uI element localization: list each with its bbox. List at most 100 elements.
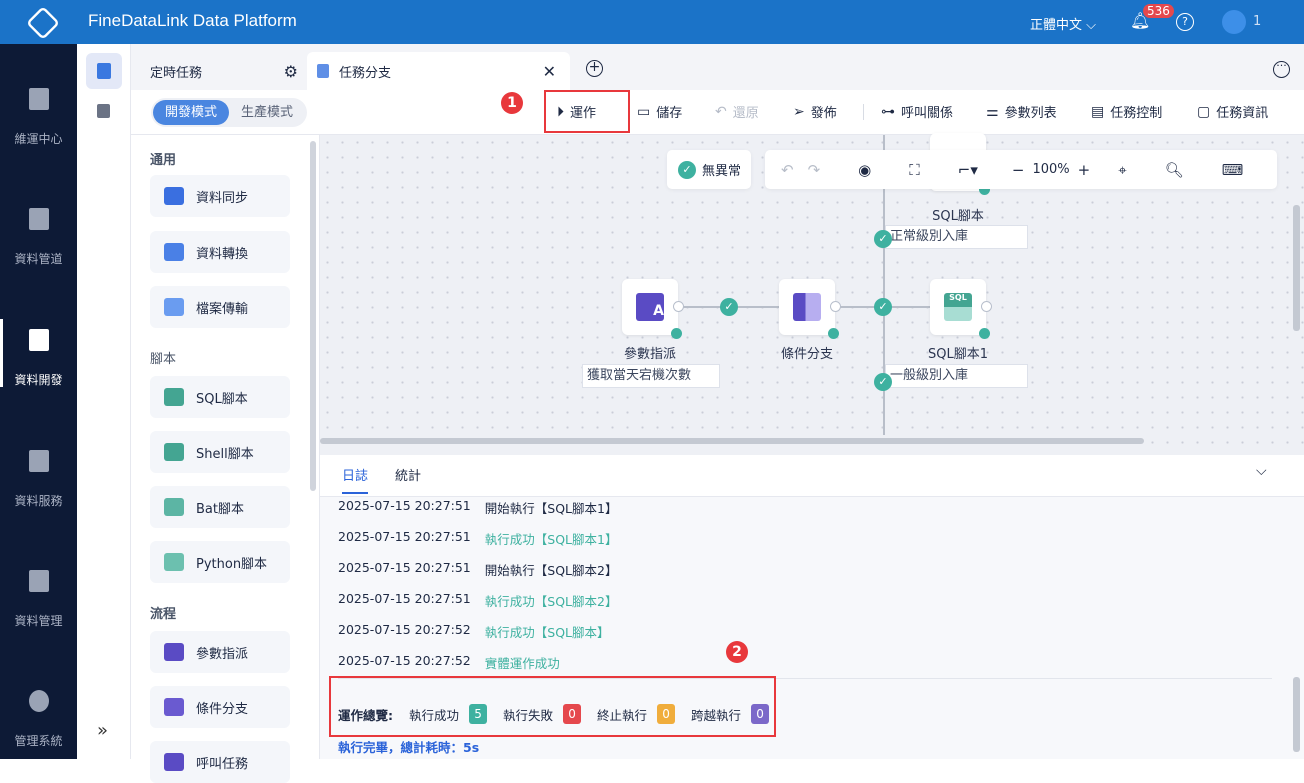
status-label: 無異常 bbox=[702, 164, 742, 179]
locate-icon[interactable]: ⌖ bbox=[1118, 160, 1127, 179]
palette-item-data-sync[interactable]: 資料同步 bbox=[150, 175, 290, 217]
item-label: Shell腳本 bbox=[196, 446, 254, 462]
log-message: 執行成功【SQL腳本】 bbox=[484, 625, 610, 640]
status-dot bbox=[828, 328, 839, 339]
flow-canvas[interactable]: SQL腳本 正常級別入庫 ✓ A 參數指派 獲取當天宕機次數 ✓ 條件分支 ✓ … bbox=[320, 133, 1304, 455]
save-button[interactable]: ▭儲存 bbox=[637, 102, 683, 122]
expand-icon[interactable]: » bbox=[97, 720, 109, 741]
data-manage-icon bbox=[28, 570, 49, 592]
log-message: 開始執行【SQL腳本2】 bbox=[484, 563, 618, 578]
keyboard-icon[interactable]: ⌨ bbox=[1221, 160, 1244, 179]
tab-bar: 定時任務⚙ 任務分支✕ + ··· bbox=[131, 44, 1304, 90]
node-param-assign[interactable]: A bbox=[622, 279, 684, 339]
publish-button[interactable]: ➢發佈 bbox=[793, 102, 837, 122]
palette-item-file-transfer[interactable]: 檔案傳輸 bbox=[150, 286, 290, 328]
data-transform-icon bbox=[164, 243, 184, 261]
palette-item-python[interactable]: Python腳本 bbox=[150, 541, 290, 583]
close-icon[interactable]: ✕ bbox=[542, 61, 556, 81]
canvas-vscrollbar[interactable] bbox=[1293, 205, 1300, 331]
item-label: SQL腳本 bbox=[196, 391, 248, 407]
palette-item-bat[interactable]: Bat腳本 bbox=[150, 486, 290, 528]
redo-icon[interactable]: ↷ bbox=[807, 160, 821, 179]
nav-system[interactable]: 管理系統 bbox=[0, 690, 77, 749]
view-icon[interactable]: ◉ bbox=[858, 160, 872, 179]
node-label: 條件分支 bbox=[780, 347, 833, 362]
log-divider bbox=[338, 678, 1272, 679]
status-dot bbox=[979, 184, 990, 195]
more-icon[interactable]: ··· bbox=[1273, 60, 1290, 78]
zoom-out-icon[interactable]: − bbox=[1011, 160, 1025, 179]
fit-icon[interactable]: ⛶ bbox=[909, 160, 920, 179]
collapse-chevron-icon[interactable]: ⌵ bbox=[1256, 463, 1267, 479]
nav-data-service[interactable]: 資料服務 bbox=[0, 450, 77, 509]
file-icon[interactable] bbox=[97, 104, 110, 118]
message-icon: ▢ bbox=[1197, 103, 1211, 120]
palette-item-param-assign[interactable]: 參數指派 bbox=[150, 631, 290, 673]
output-port[interactable] bbox=[673, 301, 684, 312]
edge-note-general[interactable]: 一般級別入庫 bbox=[885, 364, 1028, 388]
search-icon[interactable]: 🔍︎ bbox=[1164, 160, 1184, 179]
prod-mode-button[interactable]: 生產模式 bbox=[241, 105, 294, 120]
language-select[interactable]: 正體中文 ⌵ bbox=[1030, 14, 1096, 33]
output-port[interactable] bbox=[981, 301, 992, 312]
log-time: 2025-07-15 20:27:52 bbox=[338, 653, 471, 668]
param-list-button[interactable]: ⚌參數列表 bbox=[986, 102, 1057, 122]
main-nav: 維運中心 資料管道 資料開發 資料服務 資料管理 管理系統 bbox=[0, 44, 77, 759]
item-label: Bat腳本 bbox=[196, 501, 244, 517]
task-control-button[interactable]: ▤任務控制 bbox=[1091, 102, 1162, 122]
nav-label: 資料管道 bbox=[14, 252, 63, 266]
run-label: 運作 bbox=[570, 106, 597, 121]
node-branch[interactable] bbox=[779, 279, 841, 339]
undo-icon[interactable]: ↶ bbox=[781, 160, 794, 179]
section-general: 通用 bbox=[150, 153, 177, 168]
nav-data-manage[interactable]: 資料管理 bbox=[0, 570, 77, 629]
dev-mode-button[interactable]: 開發模式 bbox=[153, 100, 230, 125]
canvas-hscrollbar[interactable] bbox=[320, 438, 1144, 444]
node-palette: 通用 資料同步 資料轉換 檔案傳輸 腳本 SQL腳本 Shell腳本 Bat腳本… bbox=[131, 135, 320, 783]
task-info-button[interactable]: ▢任務資訊 bbox=[1197, 102, 1268, 122]
fail-label: 執行失敗 bbox=[503, 707, 554, 723]
palette-item-call-task[interactable]: 呼叫任務 bbox=[150, 741, 290, 783]
run-button[interactable]: ⏵運作 bbox=[557, 102, 597, 122]
gear-icon[interactable]: ⚙ bbox=[283, 61, 298, 81]
palette-item-branch[interactable]: 條件分支 bbox=[150, 686, 290, 728]
help-icon[interactable]: ? bbox=[1176, 13, 1194, 31]
call-relation-button[interactable]: ⊶呼叫關係 bbox=[881, 102, 953, 122]
tab-log[interactable]: 日誌 bbox=[342, 465, 369, 494]
node-note-assign[interactable]: 獲取當天宕機次數 bbox=[582, 364, 720, 388]
nav-data-pipeline[interactable]: 資料管道 bbox=[0, 208, 77, 267]
restore-icon: ↶ bbox=[715, 103, 727, 120]
tab-scheduled[interactable]: 定時任務⚙ bbox=[131, 52, 306, 90]
zoom-in-icon[interactable]: + bbox=[1077, 160, 1091, 179]
palette-item-shell[interactable]: Shell腳本 bbox=[150, 431, 290, 473]
summary-label: 運作總覽: bbox=[338, 707, 393, 723]
palette-scrollbar[interactable] bbox=[310, 141, 316, 491]
output-port[interactable] bbox=[830, 301, 841, 312]
palette-item-sql[interactable]: SQL腳本 bbox=[150, 376, 290, 418]
check-icon: ✓ bbox=[678, 160, 696, 179]
highlight-summary bbox=[329, 676, 776, 737]
add-tab-icon[interactable]: + bbox=[586, 60, 603, 77]
tab-stats[interactable]: 統計 bbox=[395, 469, 422, 484]
save-label: 儲存 bbox=[656, 106, 683, 121]
user-name[interactable]: 1 bbox=[1253, 14, 1262, 29]
param-assign-icon: A bbox=[636, 293, 664, 321]
node-sql1[interactable]: SQL bbox=[930, 279, 992, 339]
status-indicator: ✓ 無異常 bbox=[667, 150, 751, 189]
connector-style-icon[interactable]: ⌐▾ bbox=[957, 160, 978, 179]
avatar[interactable] bbox=[1222, 10, 1246, 34]
restore-button[interactable]: ↶還原 bbox=[715, 102, 759, 122]
nav-ops-center[interactable]: 維運中心 bbox=[0, 88, 77, 147]
pipeline-icon bbox=[28, 208, 49, 230]
log-message: 執行成功【SQL腳本2】 bbox=[484, 594, 618, 609]
task-icon[interactable] bbox=[86, 53, 122, 89]
nav-data-dev[interactable]: 資料開發 bbox=[0, 319, 77, 388]
palette-item-data-transform[interactable]: 資料轉換 bbox=[150, 231, 290, 273]
log-scrollbar[interactable] bbox=[1293, 677, 1300, 752]
item-label: 條件分支 bbox=[196, 701, 249, 717]
item-label: 檔案傳輸 bbox=[196, 301, 249, 317]
edge-note-normal[interactable]: 正常級別入庫 bbox=[885, 225, 1028, 249]
tab-task-branch[interactable]: 任務分支✕ bbox=[307, 52, 570, 90]
